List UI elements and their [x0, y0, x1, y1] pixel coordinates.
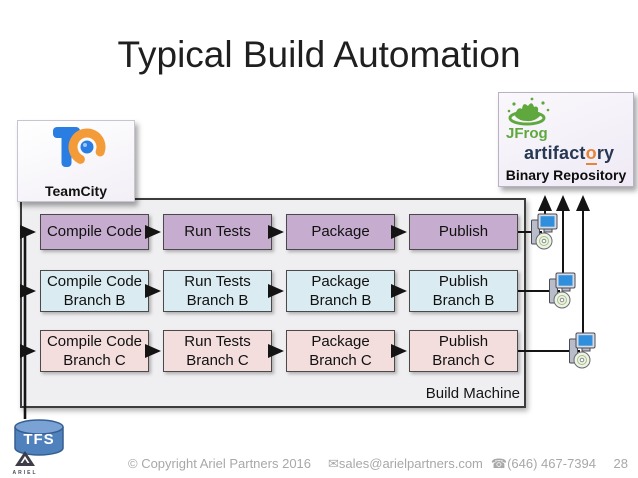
step-label-line1: Run Tests: [184, 272, 251, 290]
step-label-line1: Compile Code: [46, 272, 143, 290]
step-compile-code-branch-b: Compile Code Branch B: [40, 270, 149, 312]
step-label-line2: Branch C: [186, 352, 249, 369]
artifactory-wordmark: artifactory: [524, 143, 615, 165]
artifactory-text-o: o: [585, 143, 597, 165]
teamcity-logo-icon: [45, 121, 107, 182]
email-icon: ✉: [328, 456, 339, 471]
step-label: Package: [311, 223, 370, 241]
artifactory-text-pre: artifact: [524, 143, 586, 163]
phone-icon: ☎: [490, 456, 508, 471]
step-label-line1: Package: [311, 272, 370, 290]
footer-phone: (646) 467-7394: [507, 456, 596, 471]
step-label: Compile Code: [46, 223, 143, 241]
step-label-line2: Branch C: [63, 352, 126, 369]
step-label-line2: Branch C: [309, 352, 372, 369]
jfrog-splash-icon: [505, 96, 553, 133]
ariel-triangle-icon: [15, 451, 35, 466]
step-publish: Publish: [409, 214, 518, 250]
build-machine-label: Build Machine: [425, 385, 520, 402]
ariel-logo-text: ARIEL: [12, 470, 38, 476]
jfrog-wordmark: JFrog: [506, 125, 548, 142]
step-label-line2: Branch B: [186, 292, 249, 309]
step-run-tests-branch-b: Run Tests Branch B: [163, 270, 272, 312]
step-run-tests-branch-c: Run Tests Branch C: [163, 330, 272, 372]
step-label: Publish: [438, 223, 489, 241]
step-publish-branch-b: Publish Branch B: [409, 270, 518, 312]
step-package: Package: [286, 214, 395, 250]
ariel-partners-logo: ARIEL: [10, 451, 40, 476]
teamcity-label: TeamCity: [45, 183, 107, 199]
artifactory-text-post: ry: [596, 143, 615, 163]
footer-email: sales@arielpartners.com: [338, 456, 483, 471]
step-publish-branch-c: Publish Branch C: [409, 330, 518, 372]
step-package-branch-b: Package Branch B: [286, 270, 395, 312]
step-label-line1: Publish: [438, 332, 489, 350]
tfs-database: TFS: [13, 419, 65, 457]
workstation-icon: [569, 332, 596, 369]
step-compile-code: Compile Code: [40, 214, 149, 250]
slide-title: Typical Build Automation: [117, 34, 521, 75]
step-label-line1: Package: [311, 332, 370, 350]
tfs-label: TFS: [23, 431, 55, 448]
teamcity-box: TeamCity: [17, 120, 135, 202]
page-number: 28: [613, 456, 628, 471]
step-label: Run Tests: [184, 223, 251, 241]
footer-contact: ✉sales@arielpartners.com ☎(646) 467-7394: [328, 456, 596, 472]
step-label-line2: Branch C: [432, 352, 495, 369]
workstation-icon: [549, 272, 576, 309]
binary-repository-label: Binary Repository: [505, 167, 627, 183]
footer-copyright: © Copyright Ariel Partners 2016: [128, 456, 312, 471]
step-label-line2: Branch B: [63, 292, 126, 309]
binary-repository-box: JFrog artifactory Binary Repository: [498, 92, 634, 187]
step-package-branch-c: Package Branch C: [286, 330, 395, 372]
step-compile-code-branch-c: Compile Code Branch C: [40, 330, 149, 372]
step-label-line1: Run Tests: [184, 332, 251, 350]
step-label-line1: Publish: [438, 272, 489, 290]
workstation-icon: [531, 213, 558, 250]
step-run-tests: Run Tests: [163, 214, 272, 250]
step-label-line1: Compile Code: [46, 332, 143, 350]
step-label-line2: Branch B: [432, 292, 495, 309]
step-label-line2: Branch B: [309, 292, 372, 309]
